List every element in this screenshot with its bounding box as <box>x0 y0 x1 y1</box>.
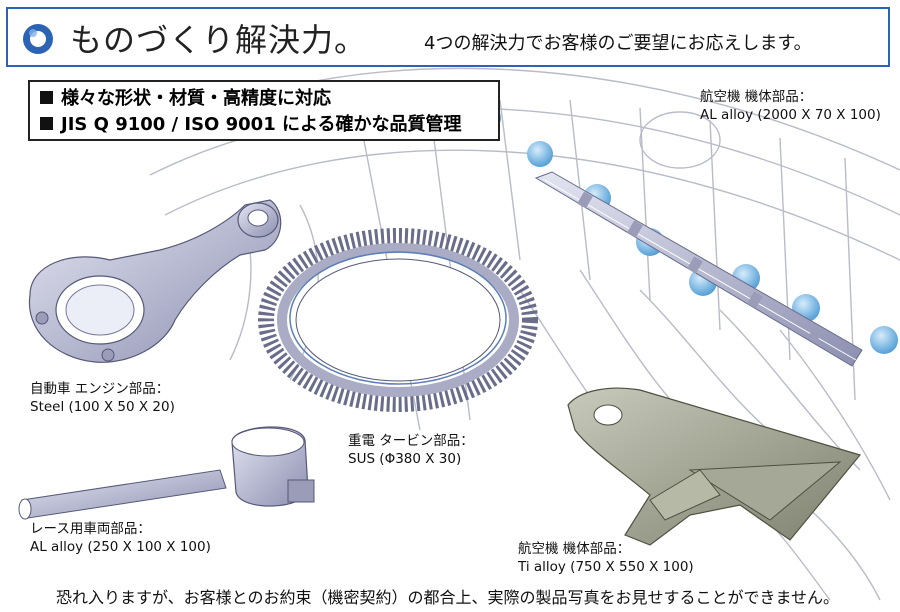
part-spec: Steel (100 X 50 X 20) <box>30 399 175 415</box>
square-bullet-icon <box>40 117 53 130</box>
bracket-part <box>567 387 862 546</box>
frame-beam-part <box>534 171 863 367</box>
part-name: 重電 タービン部品： <box>348 433 474 449</box>
page-subtitle: 4つの解決力でお客様のご要望にお応えします。 <box>424 33 812 54</box>
connecting-rod-part <box>28 199 282 363</box>
part-caption-engine: 自動車 エンジン部品： Steel (100 X 50 X 20) <box>30 380 175 416</box>
part-caption-aircraft-bracket: 航空機 機体部品： Ti alloy (750 X 550 X 100) <box>518 540 694 576</box>
square-bullet-icon <box>40 91 53 104</box>
part-name: 航空機 機体部品： <box>518 541 631 557</box>
part-spec: AL alloy (250 X 100 X 100) <box>30 539 211 555</box>
feature-box: 様々な形状・材質・高精度に対応 JIS Q 9100 / ISO 9001 によ… <box>28 80 500 141</box>
clamp-part <box>18 426 315 520</box>
part-spec: AL alloy (2000 X 70 X 100) <box>700 107 881 123</box>
page-title: ものづくり解決力。 <box>70 21 368 59</box>
feature-text: JIS Q 9100 / ISO 9001 による確かな品質管理 <box>61 114 462 135</box>
turbine-ring-part <box>258 228 538 412</box>
feature-text: 様々な形状・材質・高精度に対応 <box>61 88 331 109</box>
ring-logo-icon <box>23 24 53 54</box>
part-spec: SUS (Φ380 X 30) <box>348 451 462 467</box>
feature-item: 様々な形状・材質・高精度に対応 <box>40 86 488 112</box>
part-name: 航空機 機体部品： <box>700 89 813 105</box>
part-caption-aircraft-frame: 航空機 機体部品： AL alloy (2000 X 70 X 100) <box>700 88 881 124</box>
feature-item: JIS Q 9100 / ISO 9001 による確かな品質管理 <box>40 112 488 138</box>
part-caption-turbine: 重電 タービン部品： SUS (Φ380 X 30) <box>348 432 474 468</box>
part-caption-race-car: レース用車両部品： AL alloy (250 X 100 X 100) <box>30 520 211 556</box>
header-banner: ものづくり解決力。 4つの解決力でお客様のご要望にお応えします。 <box>6 7 890 67</box>
part-spec: Ti alloy (750 X 550 X 100) <box>518 559 694 575</box>
part-name: レース用車両部品： <box>30 521 151 537</box>
part-name: 自動車 エンジン部品： <box>30 381 170 397</box>
confidentiality-note: 恐れ入りますが、お客様とのお約束（機密契約）の都合上、実際の製品写真をお見せする… <box>56 588 840 607</box>
